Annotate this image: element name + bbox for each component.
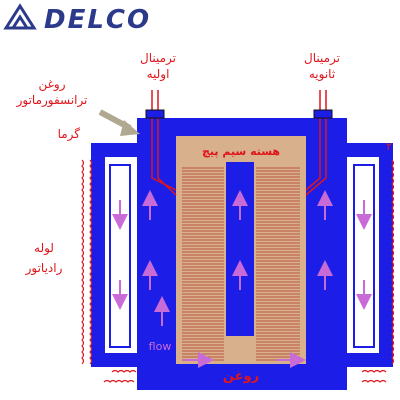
- radiator-pipe-label-line2: رادیاتور: [25, 261, 63, 276]
- radiator-pipe-label-line1: لوله: [34, 241, 54, 256]
- heat-wave: [361, 379, 387, 383]
- heat-wave: [361, 369, 387, 373]
- delco-logo: DELCO: [3, 3, 151, 35]
- delco-logo-icon: [3, 3, 37, 30]
- heat-wave: [89, 159, 93, 365]
- heat-wave: [103, 379, 135, 383]
- brand-name: DELCO: [44, 5, 151, 35]
- primary-terminal-label-line2: اولیه: [147, 67, 170, 82]
- secondary-terminal-label-line2: ثانویه: [309, 67, 335, 82]
- radiator-left: [91, 143, 137, 367]
- primary-terminal-label-line1: ترمینال: [140, 51, 176, 66]
- flow-label: flow: [149, 340, 172, 353]
- heat-wave: [111, 369, 137, 373]
- primary-terminal-wire: [145, 90, 177, 196]
- heat-label: گرما: [58, 127, 81, 142]
- heat-waves: [81, 159, 395, 383]
- heat-number-label: ۲: [386, 140, 392, 153]
- heat-wave: [391, 159, 395, 365]
- transformer-oil-label-line2: ترانسفورماتور: [16, 93, 88, 108]
- oil-label: روغن: [223, 369, 259, 384]
- transformer-oil-label-line1: روغن: [39, 77, 66, 92]
- secondary-terminal-wire: [305, 90, 333, 196]
- secondary-terminal-label-line1: ترمینال: [304, 51, 340, 66]
- core-coil-label: هسته سیم پیچ: [202, 145, 280, 158]
- heat-wave: [81, 159, 85, 365]
- oil-flow-arrows: [112, 190, 372, 368]
- core-slot: [226, 162, 254, 336]
- radiator-right: [347, 143, 393, 367]
- oil-pointer-arrow: [98, 109, 140, 136]
